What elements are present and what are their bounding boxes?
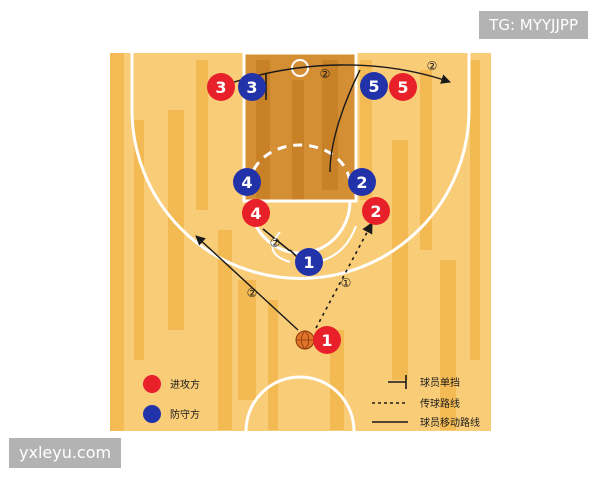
move-path-1-to-left — [195, 235, 299, 331]
step-marker-two-center: ② — [270, 236, 281, 250]
site-watermark: yxleyu.com — [9, 438, 122, 468]
lane-box — [242, 51, 358, 203]
cut-arc — [271, 231, 291, 263]
defense-player-5: 5 — [360, 72, 388, 100]
svg-text:1: 1 — [321, 331, 332, 350]
svg-text:5: 5 — [397, 78, 408, 97]
defense-player-1: 1 — [295, 248, 323, 276]
legend-defense-label: 防守方 — [170, 408, 200, 421]
offense-player-5: 5 — [389, 73, 417, 101]
svg-text:4: 4 — [241, 173, 252, 192]
svg-text:3: 3 — [215, 78, 226, 97]
offense-player-1: 1 — [313, 326, 341, 354]
step-marker-two-left: ② — [247, 286, 258, 300]
legend-pass-label: 传球路线 — [420, 397, 460, 410]
tg-watermark: TG: MYYJJPP — [479, 11, 588, 39]
svg-text:1: 1 — [303, 253, 314, 272]
legend: 进攻方 防守方 球员单挡 传球路线 球员移动路线 — [143, 375, 480, 429]
step-marker-one: ① — [341, 276, 352, 290]
pass-path — [315, 222, 373, 329]
step-marker-two-top: ② — [320, 67, 331, 81]
legend-offense-swatch — [143, 375, 161, 393]
svg-text:2: 2 — [356, 173, 367, 192]
move-path-5 — [329, 69, 361, 173]
defense-player-3: 3 — [238, 73, 266, 101]
legend-defense-swatch — [143, 405, 161, 423]
offense-player-2: 2 — [362, 197, 390, 225]
screen-4-path — [262, 228, 291, 252]
svg-text:5: 5 — [368, 77, 379, 96]
offense-player-4: 4 — [242, 199, 270, 227]
defense-player-2: 2 — [348, 168, 376, 196]
cut-arc-right — [317, 225, 357, 263]
center-circle — [244, 375, 356, 432]
defense-player-4: 4 — [233, 168, 261, 196]
svg-text:3: 3 — [246, 78, 257, 97]
svg-text:4: 4 — [250, 204, 261, 223]
free-throw-circle-dashed — [248, 143, 352, 186]
offense-player-3: 3 — [207, 73, 235, 101]
legend-move-label: 球员移动路线 — [420, 416, 480, 429]
svg-text:2: 2 — [370, 202, 381, 221]
rim — [291, 59, 309, 77]
step-marker-two-right: ② — [427, 59, 438, 73]
court — [110, 51, 491, 432]
three-point-line — [130, 53, 471, 280]
basketball-icon — [295, 330, 315, 350]
legend-offense-label: 进攻方 — [170, 378, 200, 391]
floor-planks — [110, 53, 480, 431]
legend-screen-swatch — [388, 375, 407, 389]
legend-screen-label: 球员单挡 — [420, 376, 460, 389]
